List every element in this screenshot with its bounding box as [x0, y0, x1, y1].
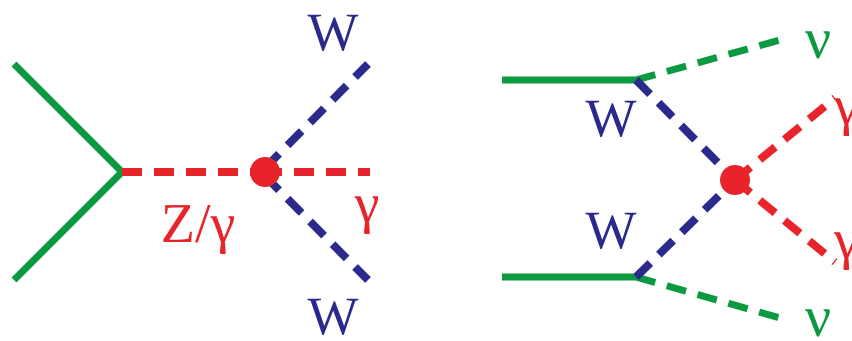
outgoing-photon-bottom — [732, 176, 838, 266]
gamma-bottom-label: γ — [833, 209, 852, 271]
outgoing-w-top — [262, 61, 371, 171]
outgoing-neutrino-top — [635, 36, 781, 84]
exchanged-w-bottom — [633, 177, 738, 280]
outgoing-photon-top — [732, 94, 838, 184]
nu-top-label: ν — [805, 6, 831, 71]
propagator-label: Z/γ — [161, 193, 236, 255]
incoming-fermion-bottom — [11, 169, 125, 283]
outgoing-neutrino-bottom — [635, 273, 781, 322]
gamma-top-label: γ — [833, 75, 852, 137]
w-top-label: W — [586, 88, 637, 148]
incoming-fermion-top — [11, 61, 125, 175]
right-diagram: W W ν ν γ γ — [502, 6, 852, 341]
w-bottom-label: W — [586, 200, 637, 260]
exchanged-w-top — [633, 77, 738, 183]
photon-label: γ — [354, 173, 380, 235]
w-bottom-label: W — [308, 286, 359, 341]
nu-bottom-label: ν — [805, 284, 831, 341]
wwv-vertex — [250, 157, 280, 187]
w-top-label: W — [308, 2, 359, 62]
wwgg-vertex — [720, 165, 750, 195]
outgoing-w-bottom — [262, 173, 371, 283]
left-diagram: W W Z/γ γ — [11, 2, 380, 341]
